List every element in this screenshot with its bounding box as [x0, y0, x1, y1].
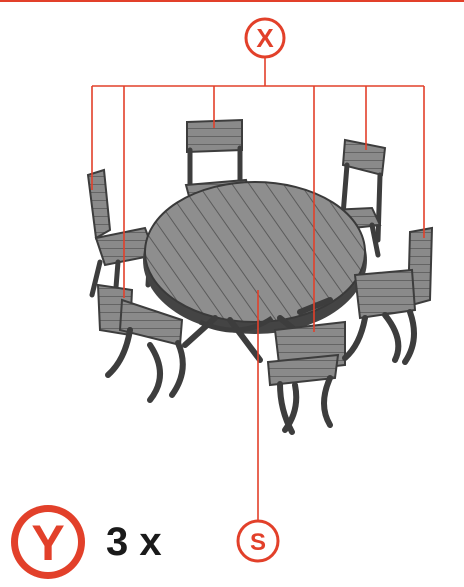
chair-callout-badge: X: [246, 19, 284, 57]
chair-front-center: [268, 322, 345, 432]
set-callout-letter: Y: [31, 515, 64, 571]
chair-callout-letter: X: [256, 23, 274, 53]
table-callout-letter: S: [250, 529, 266, 556]
quantity-label: 3 x: [106, 522, 162, 562]
product-illustration: [88, 120, 432, 432]
chair-back-left: [88, 170, 155, 300]
set-callout-badge: Y: [11, 505, 85, 579]
table-callout-badge: S: [238, 521, 278, 561]
